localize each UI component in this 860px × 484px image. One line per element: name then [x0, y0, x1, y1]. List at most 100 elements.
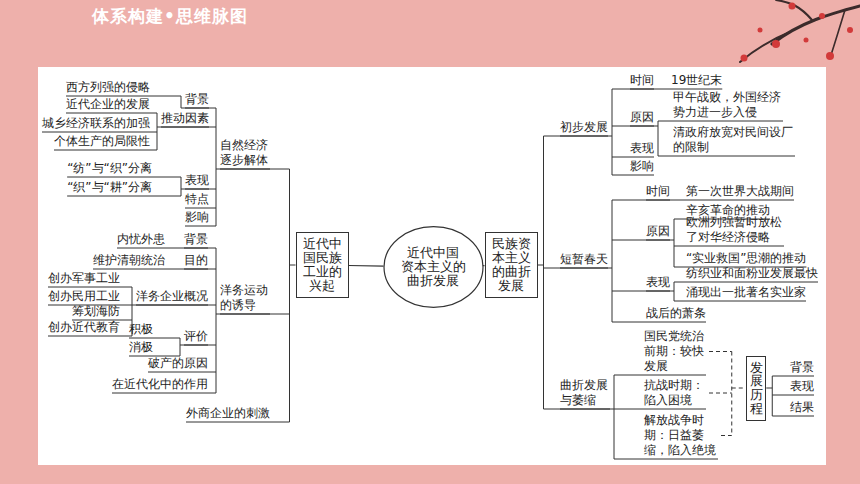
bracket-line [93, 269, 180, 270]
topic-box: 近代中 国民族 工业的 兴起 [296, 232, 349, 298]
bracket-line [674, 200, 794, 201]
bracket-line [117, 248, 180, 249]
branch-label: 背景 [184, 232, 208, 247]
bracket-line [612, 322, 706, 323]
branch-label: 推动因素 [161, 111, 209, 126]
bracket-line [66, 113, 157, 114]
bracket-line [612, 157, 654, 158]
bracket-line [185, 208, 216, 209]
branch-label: “实业救国”思潮的推动 [686, 251, 806, 266]
bracket-line [674, 282, 818, 283]
dashed-bracket [709, 351, 732, 352]
bracket-line [560, 409, 614, 410]
bracket-line [157, 127, 209, 128]
bracket-line [48, 336, 132, 337]
branch-label: 抗战时期： 陷入困境 [644, 378, 706, 408]
bracket-line [181, 96, 182, 108]
bracket-line [612, 89, 613, 175]
bracket-line [148, 372, 216, 373]
branch-label: 原因 [630, 110, 654, 125]
branch-label: 原因 [646, 224, 670, 239]
branch-label: 国民党统治 前期：较快 发展 [644, 329, 706, 374]
bracket-line [54, 150, 157, 151]
branch-label: 评价 [184, 329, 208, 344]
bracket-line [614, 375, 706, 376]
branch-label: 结果 [790, 400, 814, 415]
bracket-line [181, 177, 182, 196]
branch-label: 外商企业的刺激 [186, 406, 270, 421]
bracket-line [658, 121, 659, 156]
dashed-bracket [709, 393, 732, 394]
branch-label: 背景 [790, 360, 814, 375]
branch-label: 破产的原因 [148, 356, 208, 371]
bracket-line [614, 409, 706, 410]
bracket-line [674, 301, 806, 302]
branch-label: 19世纪末 [671, 73, 722, 88]
branch-label: 影响 [185, 210, 209, 225]
bracket-line [180, 338, 181, 356]
node-text: 近代中国 资本主义的 曲折发展 [400, 246, 467, 288]
bracket-line [772, 376, 814, 377]
bracket-line [646, 291, 674, 292]
bracket-line [674, 282, 675, 301]
bracket-line [630, 89, 658, 90]
branch-label: 背景 [185, 92, 209, 107]
bracket-line [216, 108, 217, 226]
branch-label: 涌现出一批著名实业家 [686, 285, 806, 300]
bracket-line [612, 200, 613, 322]
branch-label: 纺织业和面粉业发展最快 [686, 266, 818, 281]
branch-label: 时间 [646, 184, 670, 199]
dashed-bracket [721, 435, 732, 436]
bracket-line [181, 189, 209, 190]
dashed-bracket [731, 352, 732, 436]
bracket-line [772, 376, 773, 416]
bracket-line [614, 375, 615, 459]
node-text: 发展历程 [750, 361, 763, 416]
node-text: 近代中 国民族 工业的 兴起 [302, 237, 343, 293]
tree-lines [42, 89, 818, 459]
vertical-box: 发展历程 [746, 356, 767, 421]
bracket-line [543, 136, 544, 409]
node-text: 民族资 本主义 的曲折 发展 [491, 237, 532, 293]
bracket-line [674, 246, 784, 247]
branch-label: 欧洲列强暂时放松 了对华经济侵略 [686, 215, 784, 245]
branch-label: 城乡经济联系的加强 [42, 116, 150, 131]
branch-label: 近代企业的发展 [66, 97, 150, 112]
bracket-line [129, 338, 180, 339]
bracket-line [66, 96, 181, 97]
bracket-line [560, 268, 612, 269]
bracket-line [42, 132, 157, 133]
bracket-line [157, 113, 158, 150]
branch-label: “织”与“耕”分离 [67, 180, 152, 195]
branch-label: 第一次世界大战期间 [686, 184, 794, 199]
branch-label: 西方列强的侵略 [66, 80, 150, 95]
edge-line [349, 265, 384, 267]
branch-label: 表现 [185, 173, 209, 188]
branch-label: 表现 [790, 379, 814, 394]
branch-label: 洋务企业概况 [136, 289, 208, 304]
branch-label: 创办近代教育 [48, 320, 120, 335]
bracket-line [289, 169, 290, 422]
branch-label: 短暂春天 [560, 252, 608, 267]
bracket-line [67, 177, 181, 178]
bracket-line [766, 388, 772, 389]
branch-label: 甲午战败，外国经济 势力进一步入侵 [673, 90, 783, 120]
branch-label: 洋务运动 的诱导 [220, 283, 270, 313]
branch-label: 清政府放宽对民间设厂 的限制 [673, 125, 795, 155]
branch-label: 表现 [630, 141, 654, 156]
bracket-line [612, 175, 654, 176]
branch-label: 在近代化中的作用 [112, 377, 208, 392]
bracket-line [630, 126, 658, 127]
bracket-line [560, 136, 612, 137]
plum-blossom [740, 0, 860, 62]
branch-label: 内忧外患 [117, 232, 165, 247]
branch-label: 曲折发展 与萎缩 [560, 378, 610, 408]
bracket-line [180, 269, 208, 270]
bracket-line [180, 345, 208, 346]
bracket-line [216, 248, 217, 393]
branch-label: 影响 [630, 159, 654, 174]
white-panel [38, 67, 826, 465]
bracket-line [658, 89, 722, 90]
branch-label: 目的 [184, 253, 208, 268]
